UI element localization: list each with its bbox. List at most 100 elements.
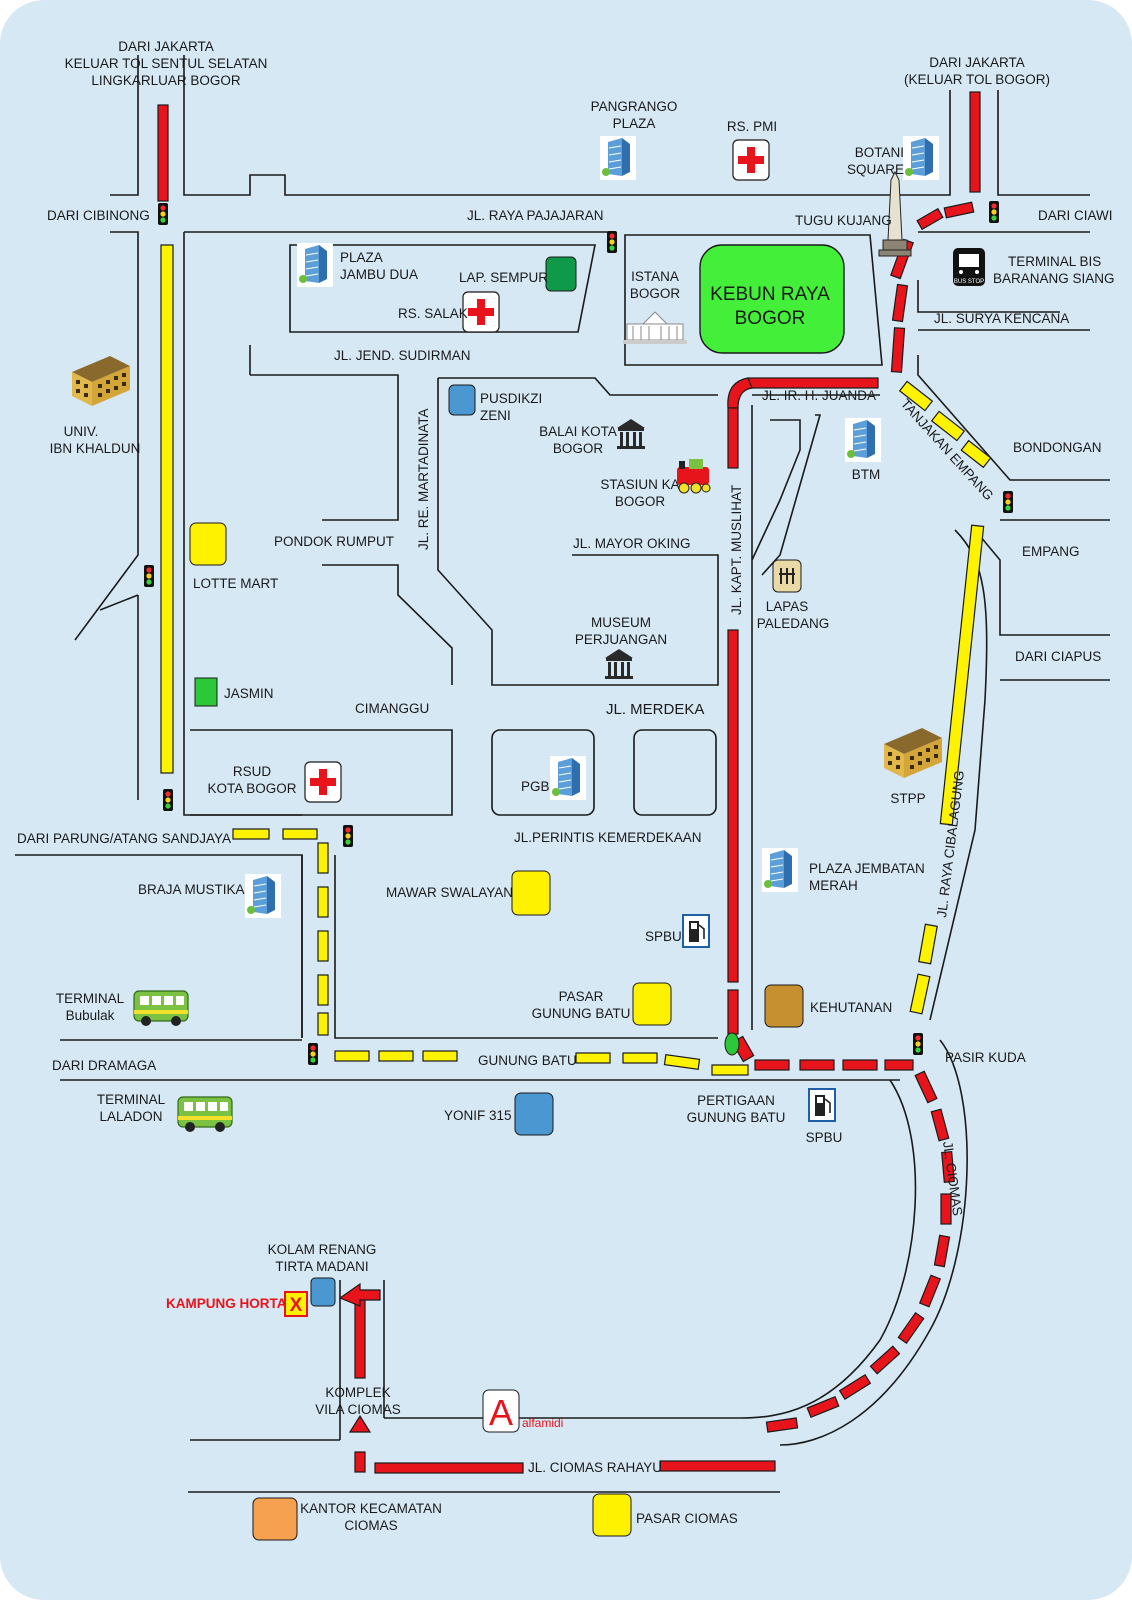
road-network xyxy=(15,55,1110,1493)
label-komplek-2: VILA CIOMAS xyxy=(315,1402,401,1417)
office-building-icon xyxy=(296,242,334,288)
label-cimanggu: CIMANGGU xyxy=(355,701,429,716)
traffic-light-icon xyxy=(913,1033,923,1055)
bus-icon xyxy=(133,990,189,1027)
label-dari-jakarta-3: LINGKARLUAR BOGOR xyxy=(91,73,241,88)
label-pasar-gunung-batu-2: GUNUNG BATU xyxy=(532,1006,631,1021)
office-building-icon xyxy=(549,755,587,801)
label-jl-ir-h-juanda: JL. IR. H. JUANDA xyxy=(762,388,876,403)
label-lapas-2: PALEDANG xyxy=(757,616,830,631)
label-botani-2: SQUARE xyxy=(847,162,904,177)
label-univ-1: UNIV. xyxy=(64,424,99,439)
office-building-icon xyxy=(902,135,940,181)
route-arrows xyxy=(338,1282,381,1433)
monument-icon xyxy=(878,170,912,257)
label-terminal-laladon-2: LALADON xyxy=(99,1109,162,1124)
label-jl-jend-sudirman: JL. JEND. SUDIRMAN xyxy=(334,348,471,363)
label-komplek-1: KOMPLEK xyxy=(325,1385,390,1400)
label-mawar-swalayan: MAWAR SWALAYAN xyxy=(386,885,513,900)
label-jasmin: JASMIN xyxy=(224,686,274,701)
alfamidi-text: alfamidi xyxy=(522,1416,563,1430)
destination-marker: X xyxy=(284,1291,308,1317)
bus-stop-label: BUS STOP xyxy=(954,279,984,285)
jasmin-marker xyxy=(194,677,218,707)
label-terminal-bubulak-2: Bubulak xyxy=(66,1008,115,1023)
kebun-raya-park xyxy=(699,244,845,354)
label-pangrango-2: PLAZA xyxy=(613,116,656,131)
label-balai-kota-2: BOGOR xyxy=(553,441,604,456)
traffic-light-icon xyxy=(144,565,154,587)
hospital-icon xyxy=(732,139,770,181)
route-red xyxy=(157,91,981,1474)
label-yonif: YONIF 315 xyxy=(444,1108,512,1123)
label-pertigaan-2: GUNUNG BATU xyxy=(687,1110,786,1125)
label-pusdikzi-1: PUSDIKZI xyxy=(480,391,542,406)
fuel-pump-icon xyxy=(682,914,710,948)
roundabout-marker xyxy=(724,1032,740,1056)
fuel-pump-icon xyxy=(808,1088,836,1122)
pusdikzi-marker xyxy=(448,384,476,416)
label-rsud-2: KOTA BOGOR xyxy=(207,781,296,796)
label-jl-ciomas-rahayu: JL. CIOMAS RAHAYU xyxy=(528,1460,662,1475)
bus-icon xyxy=(177,1096,233,1133)
kehutanan-marker xyxy=(764,984,804,1028)
label-braja-mustika: BRAJA MUSTIKA xyxy=(138,882,245,897)
label-pasar-ciomas: PASAR CIOMAS xyxy=(636,1511,738,1526)
label-terminal-laladon-1: TERMINAL xyxy=(97,1092,166,1107)
traffic-light-icon xyxy=(989,201,999,223)
pasar-gunung-batu-marker xyxy=(632,982,672,1026)
label-pgb: PGB xyxy=(521,779,550,794)
kolam-renang-marker xyxy=(310,1277,336,1307)
label-terminal-bis-2: BARANANG SIANG xyxy=(993,271,1115,286)
label-museum-2: PERJUANGAN xyxy=(575,632,667,647)
kantor-kecamatan-marker xyxy=(252,1497,298,1541)
label-dari-jakarta-1: DARI JAKARTA xyxy=(118,39,214,54)
label-jl-perintis: JL.PERINTIS KEMERDEKAAN xyxy=(514,830,702,845)
alfamidi-letter: A xyxy=(489,1392,513,1433)
label-dari-dramaga: DARI DRAMAGA xyxy=(52,1058,156,1073)
label-lap-sempur: LAP. SEMPUR xyxy=(459,270,548,285)
label-jl-raya-pajajaran: JL. RAYA PAJAJARAN xyxy=(467,208,604,223)
label-kebun-raya-1: KEBUN RAYA xyxy=(710,284,830,305)
label-pusdikzi-2: ZENI xyxy=(480,408,511,423)
label-univ-2: IBN KHALDUN xyxy=(50,441,141,456)
label-plaza-jambu-dua-1: PLAZA xyxy=(340,250,383,265)
label-spbu-2: SPBU xyxy=(806,1130,843,1145)
label-rsud-1: RSUD xyxy=(233,764,272,779)
label-kolam-renang-1: KOLAM RENANG xyxy=(268,1242,377,1257)
label-istana-2: BOGOR xyxy=(630,286,681,301)
label-dari-ciapus: DARI CIAPUS xyxy=(1015,649,1101,664)
office-building-icon xyxy=(844,417,882,463)
office-building-icon xyxy=(599,135,637,181)
label-kantor-kecamatan-2: CIOMAS xyxy=(344,1518,397,1533)
label-pertigaan-1: PERTIGAAN xyxy=(697,1093,775,1108)
label-kebun-raya-2: BOGOR xyxy=(735,308,806,329)
label-istana-1: ISTANA xyxy=(631,269,679,284)
label-kolam-renang-2: TIRTA MADANI xyxy=(275,1259,368,1274)
map-labels: DARI JAKARTA KELUAR TOL SENTUL SELATAN L… xyxy=(17,39,1115,1533)
traffic-light-icon xyxy=(163,789,173,811)
pasar-ciomas-marker xyxy=(592,1493,632,1537)
label-dari-cibinong: DARI CIBINONG xyxy=(47,208,150,223)
label-btm: BTM xyxy=(852,467,881,482)
label-jl-mayor-oking: JL. MAYOR OKING xyxy=(573,536,691,551)
label-dari-jakarta-bogor-2: (KELUAR TOL BOGOR) xyxy=(904,72,1050,87)
train-icon xyxy=(677,459,711,494)
destination-x: X xyxy=(290,1295,303,1316)
label-lotte-mart: LOTTE MART xyxy=(193,576,278,591)
label-museum-1: MUSEUM xyxy=(591,615,651,630)
office-building-icon xyxy=(244,873,282,919)
mawar-marker xyxy=(511,870,551,916)
label-dari-parung: DARI PARUNG/ATANG SANDJAYA xyxy=(17,831,231,846)
label-dari-jakarta-bogor-1: DARI JAKARTA xyxy=(929,55,1025,70)
lotte-mart-marker xyxy=(189,522,227,566)
label-kehutanan: KEHUTANAN xyxy=(810,1000,892,1015)
label-rs-pmi: RS. PMI xyxy=(727,119,777,134)
label-pasar-gunung-batu-1: PASAR xyxy=(559,989,604,1004)
label-tugu-kujang: TUGU KUJANG xyxy=(795,213,892,228)
label-empang: EMPANG xyxy=(1022,544,1080,559)
label-kantor-kecamatan-1: KANTOR KECAMATAN xyxy=(300,1501,442,1516)
label-pangrango-1: PANGRANGO xyxy=(591,99,678,114)
